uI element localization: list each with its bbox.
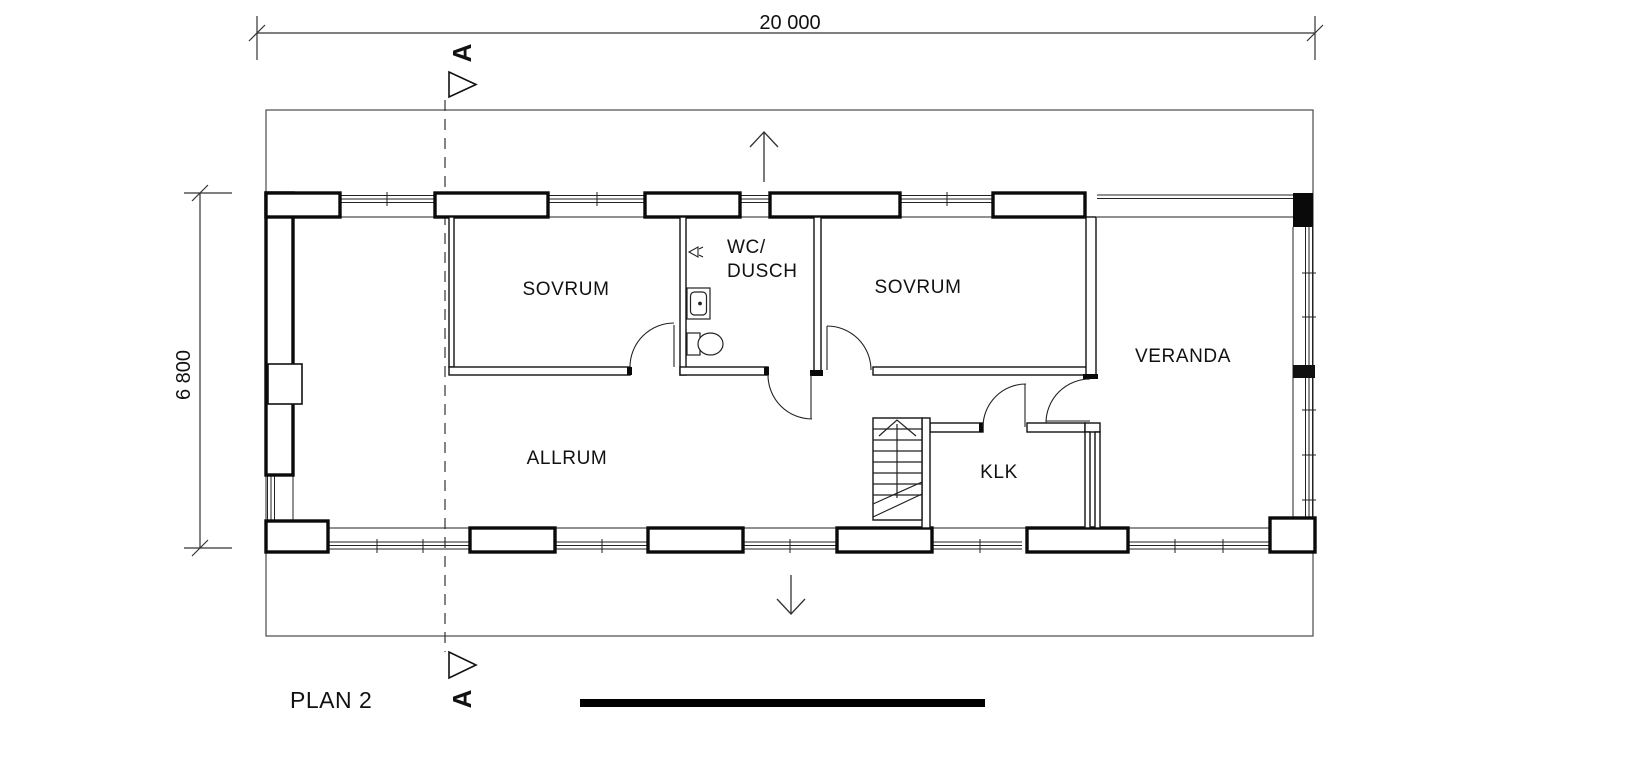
wall-veranda-left-lower [1094,431,1101,529]
wall-klk-top-right [1026,422,1086,433]
washbasin-icon [686,287,711,320]
room-label-veranda: VERANDA [1135,346,1231,367]
dimension-horizontal-label: 20 000 [759,12,820,34]
entry-arrow-bottom-icon [776,575,806,615]
wall-sovrum1-left [448,216,455,368]
toilet-icon [686,332,724,356]
windows-top-wall [340,192,1293,206]
plan-title: PLAN 2 [290,687,372,713]
wall-veranda-left [1085,216,1097,379]
wall-wc-bottom [679,366,769,376]
stair-up-arrow-icon [878,419,917,437]
wc-fixtures [686,246,724,356]
wall-sovrum1-bottom [448,366,631,376]
windows-bottom-wall [328,539,1270,553]
stair-break-line [872,493,923,518]
staircase [872,417,923,521]
dim-tick-icon [191,184,209,202]
section-line [444,70,478,680]
dimension-left [184,184,232,557]
outer-boundary [265,109,1314,637]
wall-klk-top-left [929,422,984,433]
dimension-top [248,16,1324,60]
wall-klk-right [1084,431,1091,529]
section-arrow-top-icon [448,70,478,99]
section-marker-top-label: A [447,43,477,62]
door-sovrum2 [826,325,872,371]
door-wc [767,374,813,420]
room-label-sovrum-right: SOVRUM [875,277,962,298]
room-label-klk: KLK [980,462,1018,483]
exterior-walls [264,191,1317,554]
wall-left [264,191,295,477]
door-klk [982,383,1027,428]
room-label-wc-line1: WC/ [727,237,766,258]
interior-walls [448,216,1101,529]
section-arrow-bottom-icon [448,650,478,680]
dim-tick-icon [1306,24,1324,42]
room-label-wc-line2: DUSCH [727,261,798,282]
glazing-mullion [1293,365,1315,378]
dim-tick-icon [191,539,209,557]
room-label-sovrum-left: SOVRUM [523,279,610,300]
glazing-right-veranda [1293,227,1316,518]
stair-break-line [872,481,923,505]
wall-sovrum2-bottom [872,366,1093,376]
entry-arrows [749,131,806,615]
window-left-wall [267,475,275,520]
section-marker-bottom-label: A [447,689,477,708]
wall-end-caps [627,367,1098,432]
wall-wc-left [679,216,687,376]
wall-wc-sovrum2 [813,216,822,376]
door-sovrum1 [629,322,675,368]
wall-corner-post [1293,193,1313,227]
fireplace [267,363,303,405]
entry-arrow-top-icon [749,131,779,182]
door-veranda [1045,378,1091,424]
doors [629,322,1091,428]
scale-bar [580,699,985,707]
wall-klk-left [921,417,931,529]
shower-valve-icon [687,246,704,258]
dimension-vertical-label: 6 800 [173,350,195,400]
room-label-allrum: ALLRUM [527,448,608,469]
dim-tick-icon [248,24,266,42]
